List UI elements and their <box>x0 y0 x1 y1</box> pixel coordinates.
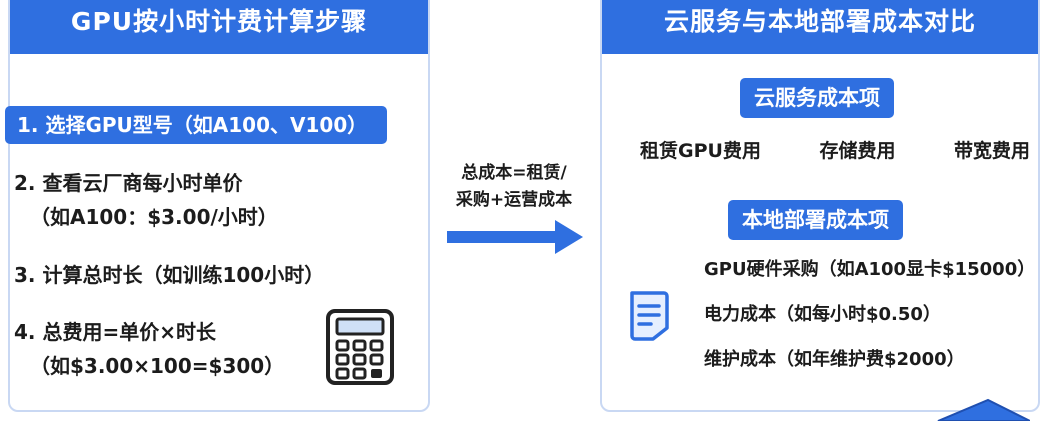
step-4: 4. 总费用=单价×时长 （如$3.00×100=$300） <box>14 315 284 383</box>
arrow-right-icon <box>447 220 583 254</box>
step-1-text: 1. 选择GPU型号（如A100、V100） <box>17 113 368 137</box>
cloud-cost-item: 带宽费用 <box>953 140 1030 162</box>
total-cost-formula: 总成本=租赁/ 采购+运营成本 <box>444 160 584 214</box>
step-4-text: 4. 总费用=单价×时长 <box>14 320 216 344</box>
cloud-cost-items: 租赁GPU费用 存储费用 带宽费用 <box>640 134 1030 168</box>
cloud-cost-item: 存储费用 <box>819 140 896 162</box>
step-4-example: （如$3.00×100=$300） <box>30 354 285 378</box>
local-cost-item: GPU硬件采购（如A100显卡$15000） <box>704 259 1036 280</box>
local-cost-section-title: 本地部署成本项 <box>728 200 903 240</box>
document-icon <box>630 291 669 341</box>
cloud-cost-item: 租赁GPU费用 <box>640 140 761 162</box>
cloud-cost-section-title: 云服务成本项 <box>740 78 894 118</box>
step-3-text: 3. 计算总时长（如训练100小时） <box>14 263 325 287</box>
local-cost-item: 电力成本（如每小时$0.50） <box>704 304 941 325</box>
corner-decoration <box>937 398 1030 421</box>
formula-line-1: 总成本=租赁/ <box>461 163 567 183</box>
step-3: 3. 计算总时长（如训练100小时） <box>14 258 324 292</box>
step-1: 1. 选择GPU型号（如A100、V100） <box>5 106 387 144</box>
step-2-example: （如A100：$3.00/小时） <box>30 205 278 229</box>
steps-panel-title: GPU按小时计费计算步骤 <box>10 0 428 54</box>
formula-line-2: 采购+运营成本 <box>455 190 573 210</box>
cost-comparison-title: 云服务与本地部署成本对比 <box>602 0 1038 54</box>
step-2: 2. 查看云厂商每小时单价 （如A100：$3.00/小时） <box>14 166 278 234</box>
steps-panel: GPU按小时计费计算步骤 <box>8 0 430 412</box>
calculator-icon <box>326 309 394 385</box>
local-cost-item: 维护成本（如年维护费$2000） <box>704 349 965 370</box>
step-2-text: 2. 查看云厂商每小时单价 <box>14 171 243 195</box>
